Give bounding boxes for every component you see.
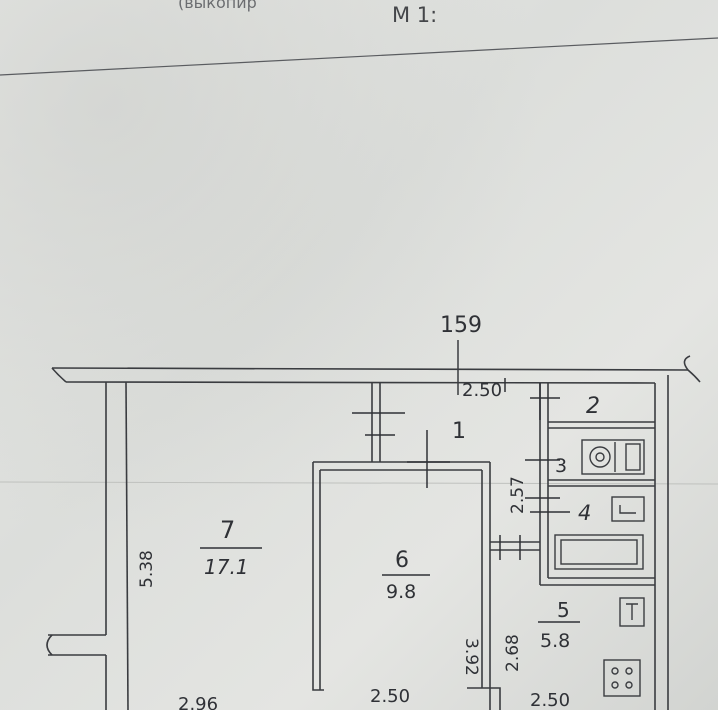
room7-area: 17.1 [204, 555, 249, 579]
form-ruling-line [0, 37, 718, 76]
dim-room6-length: 3.92 [461, 638, 481, 676]
dim-room5-width: 2.50 [530, 690, 570, 710]
room5-area: 5.8 [540, 630, 570, 652]
room6-number: 6 [395, 548, 409, 573]
room1-number: 1 [452, 419, 466, 444]
building-number: 159 [440, 313, 482, 338]
room3-number: 3 [555, 455, 567, 477]
scale-label: М 1: [392, 3, 437, 27]
counter-icon [619, 597, 645, 627]
toilet-icon [581, 439, 645, 475]
dim-bath-length: 2.57 [508, 476, 528, 514]
paper-fold-line [0, 481, 718, 485]
dim-room7-length: 5.38 [137, 550, 157, 588]
dim-corridor-width: 2.50 [462, 380, 502, 401]
dim-room6-width: 2.50 [370, 686, 410, 707]
sink-icon [611, 496, 645, 522]
bathtub-icon [554, 534, 644, 570]
walls [46, 355, 701, 710]
dim-room5-length: 2.68 [503, 634, 523, 672]
dim-room7-width: 2.96 [178, 694, 218, 710]
stove-icon [603, 659, 641, 697]
room6-area: 9.8 [386, 581, 416, 603]
room7-number: 7 [220, 516, 235, 544]
room2-number: 2 [586, 394, 600, 419]
room4-number: 4 [578, 501, 591, 525]
room5-number: 5 [557, 598, 570, 622]
header-cut-text: (выкопир [178, 0, 257, 12]
dimension-ticks [352, 378, 570, 560]
